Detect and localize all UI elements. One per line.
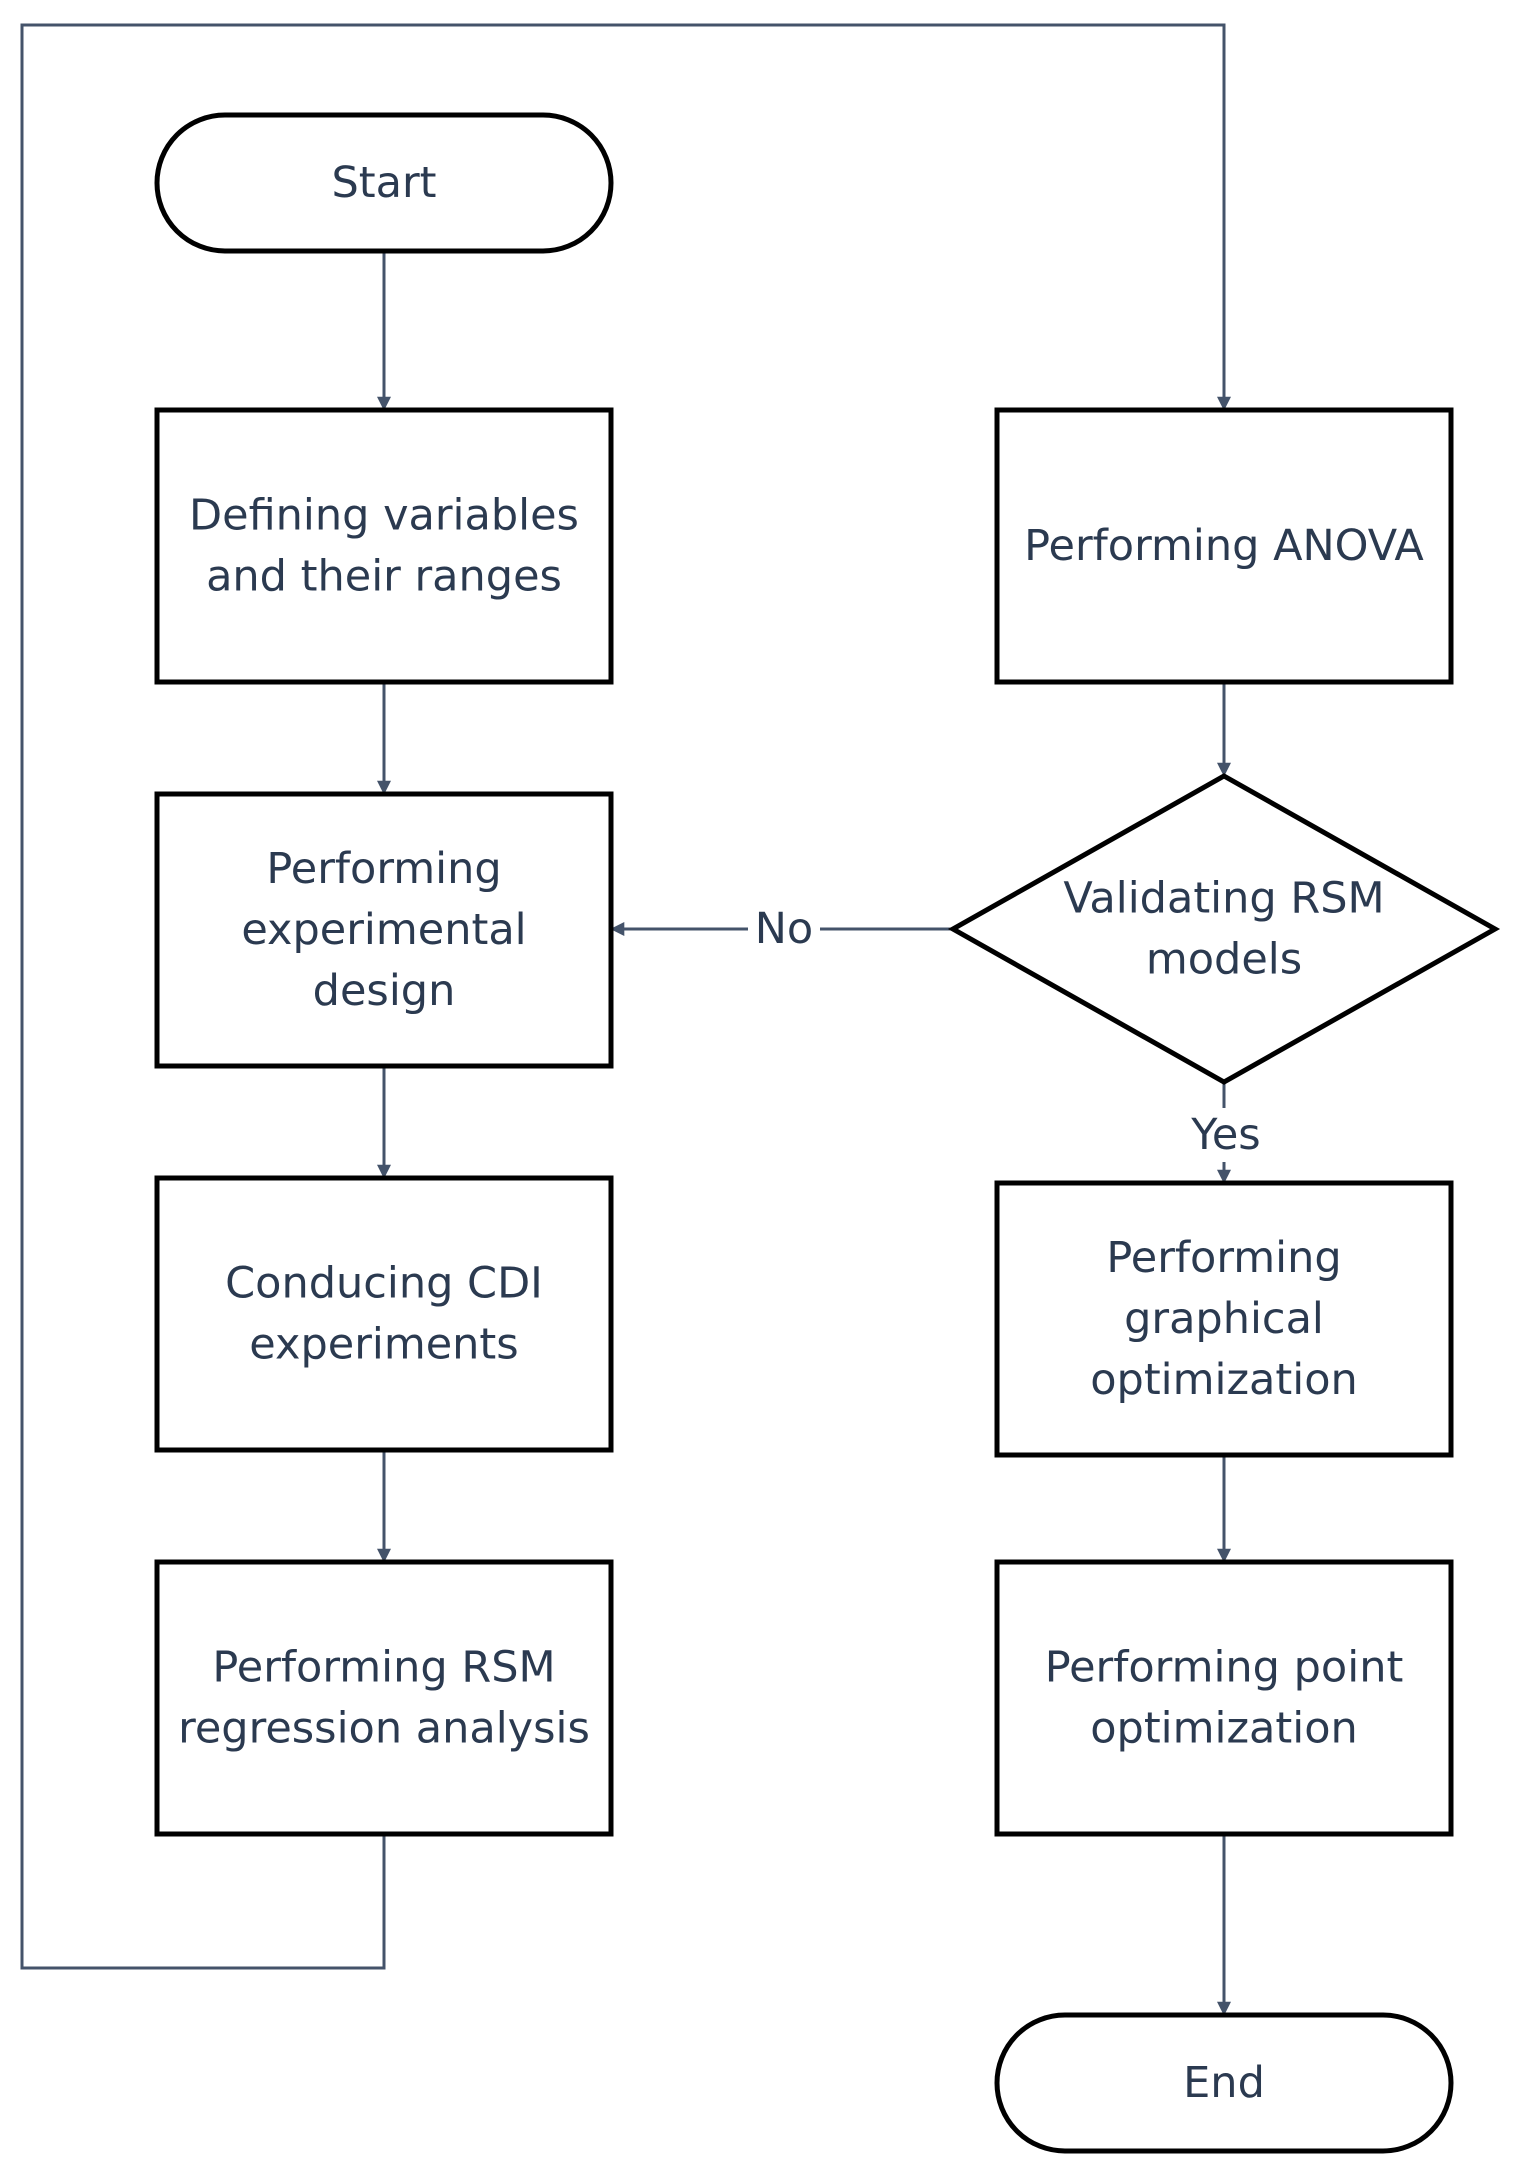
node-graphical: Performing graphical optimization (994, 1180, 1454, 1458)
node-validate-label-line-2: models (1146, 935, 1302, 985)
node-point: Performing point optimization (994, 1559, 1454, 1837)
node-experiments-label-line-1: Conducing CDI (225, 1259, 543, 1309)
node-regression-label-line-2: regression analysis (178, 1704, 590, 1754)
edge-regression-anova (20, 23, 1231, 1970)
edge-label-yes: Yes (1190, 1110, 1260, 1160)
edge-label-bg-validate-design (748, 902, 820, 956)
node-define-label-line-1: Defining variables (189, 491, 579, 541)
node-regression-shape (154, 1559, 614, 1837)
node-validate: Validating RSM models (947, 773, 1501, 1085)
node-validate-label-line-1: Validating RSM (1063, 874, 1384, 924)
node-anova: Performing ANOVA (994, 407, 1454, 685)
node-point-label-line-1: Performing point (1045, 1643, 1404, 1693)
edge-label-bg-validate-graphical (1183, 1108, 1269, 1162)
node-anova-shape (994, 407, 1454, 685)
node-start-shape (154, 112, 614, 254)
edge-label-no: No (755, 904, 813, 954)
node-graphical-label-line-3: optimization (1090, 1355, 1358, 1405)
node-experiments-shape (154, 1175, 614, 1453)
node-define: Defining variables and their ranges (154, 407, 614, 685)
node-point-label-line-2: optimization (1090, 1704, 1358, 1754)
node-point-shape (994, 1559, 1454, 1837)
node-define-label-line-2: and their ranges (206, 552, 562, 602)
node-design-shape (154, 791, 614, 1069)
node-design-label-line-1: Performing (266, 844, 501, 894)
node-design: Performing experimental design (154, 791, 614, 1069)
node-start-label-line-1: Start (331, 158, 436, 208)
node-experiments-label-line-2: experiments (249, 1320, 518, 1370)
node-anova-label-line-1: Performing ANOVA (1024, 521, 1424, 571)
node-experiments: Conducing CDI experiments (154, 1175, 614, 1453)
node-design-label-line-3: design (313, 966, 456, 1016)
node-end-shape (994, 2012, 1454, 2154)
node-start: Start (154, 112, 614, 254)
node-end: End (994, 2012, 1454, 2154)
node-validate-shape (947, 773, 1501, 1085)
node-regression: Performing RSM regression analysis (154, 1559, 614, 1837)
node-graphical-label-line-1: Performing (1106, 1233, 1341, 1283)
node-define-shape (154, 407, 614, 685)
node-regression-label-line-1: Performing RSM (212, 1643, 555, 1693)
node-end-label-line-1: End (1183, 2058, 1265, 2108)
node-design-label-line-2: experimental (241, 905, 526, 955)
node-graphical-label-line-2: graphical (1124, 1294, 1324, 1344)
node-graphical-shape (994, 1180, 1454, 1458)
